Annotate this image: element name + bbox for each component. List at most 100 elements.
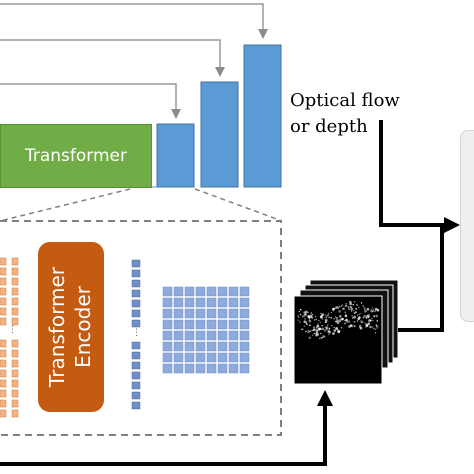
grid-cell — [184, 297, 195, 308]
token — [131, 269, 141, 278]
skip-arrow-to-bar2 — [0, 39, 225, 77]
grid-cell — [239, 352, 250, 363]
token — [0, 339, 7, 348]
grid-cell — [162, 330, 173, 341]
output-label-line2: or depth — [290, 116, 368, 137]
grid-cell — [184, 330, 195, 341]
token — [0, 409, 7, 418]
grid-cell — [173, 341, 184, 352]
grid-cell — [217, 352, 228, 363]
token-column: ⋮ — [0, 257, 19, 418]
grid-cell — [162, 341, 173, 352]
detail-box — [0, 220, 282, 436]
token — [11, 277, 19, 286]
zoom-line-left — [0, 188, 131, 222]
token — [131, 341, 141, 350]
token — [131, 259, 141, 268]
grid-cell — [173, 286, 184, 297]
token — [11, 317, 19, 326]
grid-cell — [239, 308, 250, 319]
token — [0, 369, 7, 378]
token — [0, 359, 7, 368]
grid-cell — [206, 308, 217, 319]
grid-cell — [195, 330, 206, 341]
grid-cell — [173, 330, 184, 341]
grid-cell — [195, 308, 206, 319]
grid-cell — [184, 286, 195, 297]
output-bar-2 — [200, 81, 239, 188]
ellipsis: ⋮ — [132, 328, 141, 338]
grid-cell — [173, 352, 184, 363]
token — [131, 279, 141, 288]
token — [0, 307, 7, 316]
grid-cell — [239, 319, 250, 330]
output-label-line1: Optical flow — [290, 90, 400, 111]
grid-cell — [184, 352, 195, 363]
transformer-encoder-box: Transformer Encoder — [38, 242, 104, 412]
grid-cell — [195, 352, 206, 363]
grid-cell — [217, 330, 228, 341]
token — [0, 277, 7, 286]
feature-grid — [162, 286, 250, 374]
grid-cell — [228, 341, 239, 352]
grid-cell — [195, 341, 206, 352]
output-panel — [460, 130, 474, 322]
token — [0, 399, 7, 408]
grid-cell — [206, 352, 217, 363]
grid-cell — [217, 308, 228, 319]
token — [131, 289, 141, 298]
grid-cell — [217, 341, 228, 352]
grid-cell — [173, 297, 184, 308]
grid-cell — [206, 319, 217, 330]
token-column-blue: ⋮ — [131, 259, 141, 410]
token — [131, 381, 141, 390]
grid-cell — [228, 352, 239, 363]
grid-cell — [217, 286, 228, 297]
grid-cell — [206, 297, 217, 308]
grid-cell — [184, 319, 195, 330]
event-points — [297, 300, 380, 340]
token — [11, 389, 19, 398]
zoom-line-right — [194, 188, 283, 222]
token — [0, 389, 7, 398]
token — [0, 257, 7, 266]
token — [131, 299, 141, 308]
token — [11, 349, 19, 358]
grid-cell — [239, 286, 250, 297]
token — [0, 379, 7, 388]
token — [11, 379, 19, 388]
token — [131, 361, 141, 370]
grid-cell — [195, 286, 206, 297]
grid-cell — [217, 297, 228, 308]
encoder-label-line2: Encoder — [71, 286, 95, 368]
token — [0, 297, 7, 306]
output-bar-3 — [243, 44, 282, 188]
grid-cell — [228, 308, 239, 319]
grid-cell — [195, 319, 206, 330]
token — [11, 369, 19, 378]
transformer-box: Transformer — [0, 124, 152, 188]
grid-cell — [173, 308, 184, 319]
token — [11, 297, 19, 306]
token — [11, 287, 19, 296]
grid-cell — [217, 319, 228, 330]
grid-cell — [239, 330, 250, 341]
grid-cell — [195, 297, 206, 308]
arrow-flow-down — [379, 120, 460, 233]
grid-cell — [184, 363, 195, 374]
grid-cell — [162, 297, 173, 308]
grid-cell — [195, 363, 206, 374]
event-frame-stack — [293, 279, 399, 385]
skip-arrow-to-bar1 — [0, 83, 181, 119]
token — [11, 307, 19, 316]
token — [11, 409, 19, 418]
grid-cell — [162, 352, 173, 363]
grid-cell — [239, 363, 250, 374]
output-label: Optical flow or depth — [290, 88, 400, 140]
token — [11, 267, 19, 276]
token — [11, 359, 19, 368]
token — [131, 401, 141, 410]
grid-cell — [206, 341, 217, 352]
output-bar-1 — [156, 123, 195, 188]
